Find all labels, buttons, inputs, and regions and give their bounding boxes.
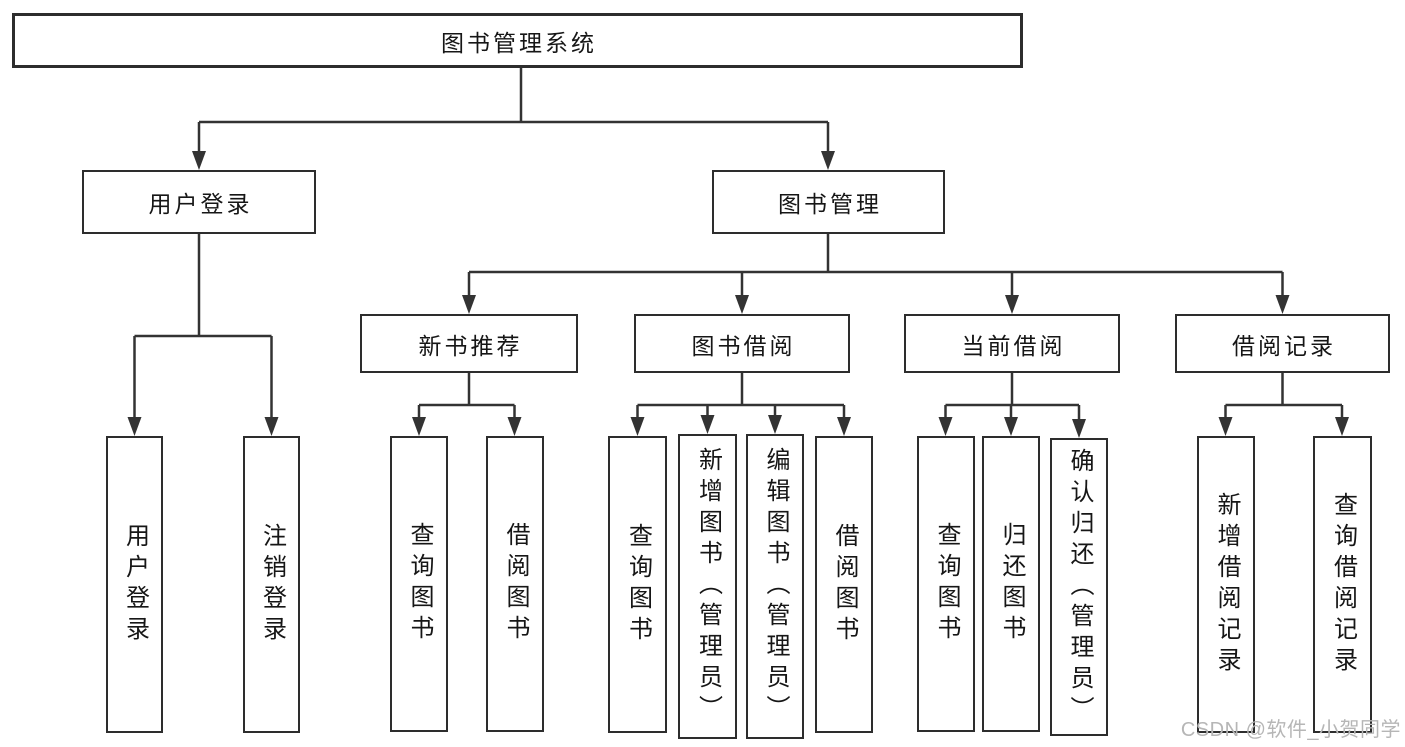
node-borrowing-records: 借阅记录	[1175, 314, 1390, 373]
node-leaf-query-books-3: 查询图书	[917, 436, 975, 732]
node-label: 图书管理	[778, 191, 882, 217]
node-leaf-logout: 注销登录	[243, 436, 300, 733]
node-leaf-add-borrow-record: 新增借阅记录	[1197, 436, 1255, 733]
node-label: 编辑图书（管理员）	[762, 447, 789, 726]
node-new-book-recommendation: 新书推荐	[360, 314, 578, 373]
node-user-login-branch: 用户登录	[82, 170, 316, 234]
node-current-borrowing: 当前借阅	[904, 314, 1120, 373]
node-label: 用户登录	[148, 191, 253, 217]
node-label: 用户登录	[121, 522, 149, 647]
node-leaf-user-login: 用户登录	[106, 436, 163, 733]
node-label: 当前借阅	[961, 332, 1066, 359]
node-leaf-borrow-books-2: 借阅图书	[815, 436, 873, 733]
node-label: 新书推荐	[418, 332, 523, 359]
node-leaf-return-books: 归还图书	[982, 436, 1040, 732]
node-label: 查询图书	[624, 522, 652, 647]
node-label: 图书管理系统	[441, 29, 597, 56]
arrowheads	[127, 151, 1349, 438]
node-label: 注销登录	[258, 522, 286, 647]
node-label: 归还图书	[998, 522, 1025, 646]
node-leaf-query-books-2: 查询图书	[608, 436, 667, 733]
node-label: 图书借阅	[691, 332, 796, 359]
node-label: 新增图书（管理员）	[694, 447, 722, 726]
csdn-watermark: CSDN @软件_小贺同学	[1180, 719, 1401, 741]
node-label: 查询图书	[406, 522, 433, 646]
node-leaf-edit-books-admin: 编辑图书（管理员）	[746, 434, 804, 739]
node-label: 借阅图书	[502, 522, 529, 646]
node-library-management-system: 图书管理系统	[12, 13, 1023, 68]
node-book-management: 图书管理	[712, 170, 945, 234]
node-book-borrowing: 图书借阅	[634, 314, 850, 373]
node-label: 借阅图书	[831, 522, 858, 647]
node-leaf-query-books-1: 查询图书	[390, 436, 448, 732]
node-label: 查询图书	[933, 522, 960, 646]
node-leaf-query-borrow-record: 查询借阅记录	[1313, 436, 1372, 733]
node-leaf-add-books-admin: 新增图书（管理员）	[678, 434, 737, 739]
node-label: 借阅记录	[1232, 332, 1336, 359]
node-leaf-confirm-return-admin: 确认归还（管理员）	[1050, 438, 1108, 736]
connector-paths	[133, 68, 1344, 421]
node-leaf-borrow-books-1: 借阅图书	[486, 436, 544, 732]
node-label: 确认归还（管理员）	[1066, 447, 1093, 727]
node-label: 查询借阅记录	[1329, 491, 1357, 678]
node-label: 新增借阅记录	[1213, 491, 1240, 678]
